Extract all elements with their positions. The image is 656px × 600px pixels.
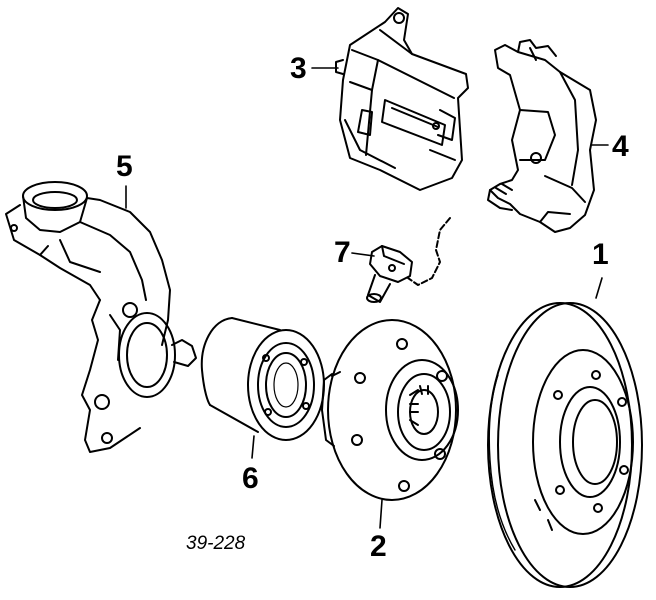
brake-caliper-drawing [335,7,469,191]
brake-rotor-drawing [487,302,643,588]
steering-knuckle-drawing [5,181,197,453]
reference-code: 39-228 [186,533,246,554]
caliper-bracket-drawing [487,39,597,233]
callout-steering-knuckle: 5 [116,150,133,183]
leader-line-6 [251,435,255,459]
callout-caliper-bracket: 4 [612,130,629,163]
callout-abs-sensor: 7 [334,236,351,269]
callout-rotor: 1 [592,238,609,271]
callout-hub: 2 [370,530,387,563]
leader-line-1 [595,277,603,299]
callout-caliper: 3 [290,52,307,85]
leader-line-7 [351,252,375,257]
wheel-hub-drawing [321,319,459,501]
leader-line-2 [379,499,383,529]
wheel-bearing-drawing [200,317,325,441]
callout-wheel-bearing: 6 [242,462,259,495]
abs-sensor-drawing [366,217,451,303]
leader-lines [125,67,609,529]
